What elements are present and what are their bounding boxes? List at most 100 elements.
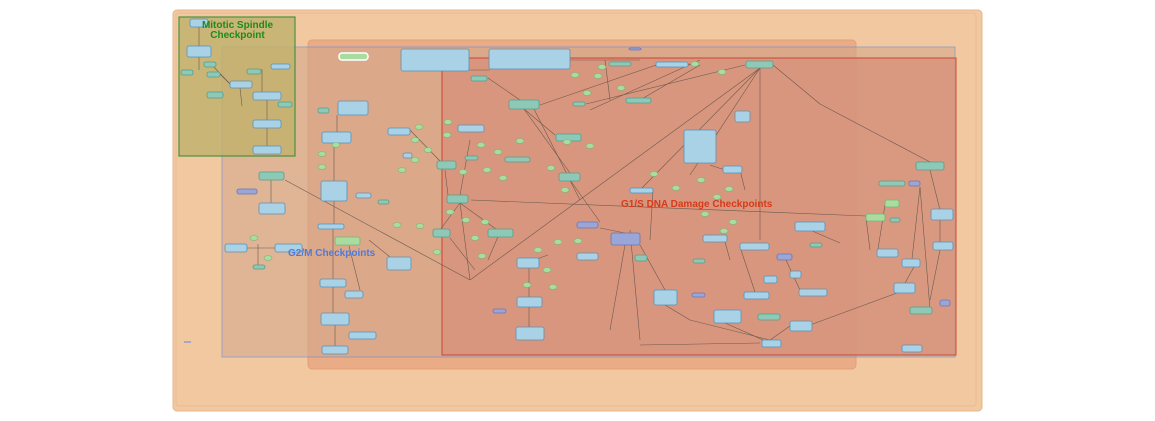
pathway-node[interactable] bbox=[203, 61, 217, 68]
pathway-node[interactable] bbox=[236, 188, 258, 195]
pathway-small-molecule[interactable] bbox=[570, 72, 580, 78]
pathway-small-molecule[interactable] bbox=[493, 149, 503, 155]
pathway-small-molecule[interactable] bbox=[585, 143, 595, 149]
pathway-node[interactable] bbox=[743, 291, 770, 300]
pathway-node[interactable] bbox=[319, 278, 347, 288]
pathway-node[interactable] bbox=[901, 258, 921, 268]
pathway-node[interactable] bbox=[321, 345, 349, 355]
pathway-node[interactable] bbox=[889, 217, 901, 223]
pathway-node[interactable] bbox=[224, 243, 248, 253]
pathway-node[interactable] bbox=[488, 48, 571, 70]
pathway-small-molecule[interactable] bbox=[522, 282, 532, 288]
pathway-small-molecule[interactable] bbox=[476, 142, 486, 148]
pathway-node[interactable] bbox=[884, 199, 900, 208]
pathway-node[interactable] bbox=[901, 344, 923, 353]
pathway-small-molecule[interactable] bbox=[410, 157, 420, 163]
pathway-node[interactable] bbox=[270, 63, 291, 70]
pathway-node[interactable] bbox=[702, 234, 728, 243]
pathway-small-molecule[interactable] bbox=[649, 171, 659, 177]
pathway-node[interactable] bbox=[180, 69, 194, 76]
pathway-node[interactable] bbox=[763, 275, 778, 284]
pathway-node[interactable] bbox=[377, 199, 390, 205]
pathway-node[interactable] bbox=[446, 194, 469, 204]
pathway-small-molecule[interactable] bbox=[671, 185, 681, 191]
pathway-node[interactable] bbox=[355, 192, 372, 199]
pathway-node[interactable] bbox=[436, 160, 457, 170]
pathway-node[interactable] bbox=[610, 232, 641, 246]
pathway-small-molecule[interactable] bbox=[263, 255, 273, 261]
pathway-node[interactable] bbox=[789, 270, 802, 279]
pathway-node[interactable] bbox=[809, 242, 823, 248]
pathway-node[interactable] bbox=[930, 208, 954, 221]
pathway-small-molecule[interactable] bbox=[249, 235, 259, 241]
pathway-node[interactable] bbox=[246, 68, 262, 75]
pathway-node[interactable] bbox=[252, 145, 282, 155]
pathway-small-molecule[interactable] bbox=[533, 247, 543, 253]
pathway-node[interactable] bbox=[558, 172, 581, 182]
pathway-small-molecule[interactable] bbox=[582, 90, 592, 96]
pathway-node[interactable] bbox=[252, 264, 266, 270]
pathway-node[interactable] bbox=[487, 228, 514, 238]
pathway-node[interactable] bbox=[691, 292, 706, 298]
pathway-node[interactable] bbox=[252, 91, 282, 101]
pathway-small-molecule[interactable] bbox=[461, 217, 471, 223]
pathway-node[interactable] bbox=[386, 256, 412, 271]
pathway-small-molecule[interactable] bbox=[477, 253, 487, 259]
pathway-small-molecule[interactable] bbox=[410, 137, 420, 143]
pathway-small-molecule[interactable] bbox=[458, 169, 468, 175]
pathway-node[interactable] bbox=[186, 45, 212, 58]
pathway-node[interactable] bbox=[628, 47, 642, 51]
pathway-node[interactable] bbox=[932, 241, 954, 251]
pathway-small-molecule[interactable] bbox=[696, 177, 706, 183]
pathway-small-molecule[interactable] bbox=[542, 267, 552, 273]
pathway-node[interactable] bbox=[334, 236, 361, 246]
pathway-node[interactable] bbox=[794, 221, 826, 232]
pathway-node[interactable] bbox=[739, 242, 770, 251]
highlighted-node[interactable] bbox=[338, 52, 369, 61]
pathway-node[interactable] bbox=[653, 289, 678, 306]
pathway-node[interactable] bbox=[776, 253, 793, 261]
pathway-node[interactable] bbox=[274, 243, 303, 253]
pathway-small-molecule[interactable] bbox=[593, 73, 603, 79]
pathway-node[interactable] bbox=[629, 187, 654, 194]
pathway-node[interactable] bbox=[734, 110, 751, 123]
pathway-node[interactable] bbox=[400, 48, 470, 72]
pathway-node[interactable] bbox=[321, 131, 352, 144]
pathway-small-molecule[interactable] bbox=[562, 139, 572, 145]
pathway-small-molecule[interactable] bbox=[415, 223, 425, 229]
pathway-node[interactable] bbox=[761, 339, 782, 348]
pathway-small-molecule[interactable] bbox=[482, 167, 492, 173]
pathway-node[interactable] bbox=[320, 312, 350, 326]
pathway-small-molecule[interactable] bbox=[548, 284, 558, 290]
pathway-node[interactable] bbox=[893, 282, 916, 294]
pathway-small-molecule[interactable] bbox=[498, 175, 508, 181]
pathway-small-molecule[interactable] bbox=[719, 228, 729, 234]
pathway-node[interactable] bbox=[464, 155, 479, 161]
pathway-node[interactable] bbox=[258, 202, 286, 215]
pathway-node[interactable] bbox=[344, 290, 364, 299]
pathway-small-molecule[interactable] bbox=[445, 209, 455, 215]
pathway-small-molecule[interactable] bbox=[397, 167, 407, 173]
pathway-node[interactable] bbox=[492, 308, 507, 314]
pathway-node[interactable] bbox=[457, 124, 485, 133]
pathway-node[interactable] bbox=[789, 320, 813, 332]
pathway-node[interactable] bbox=[337, 100, 369, 116]
pathway-node[interactable] bbox=[939, 299, 951, 307]
pathway-node[interactable] bbox=[402, 152, 413, 159]
pathway-small-molecule[interactable] bbox=[443, 119, 453, 125]
pathway-node[interactable] bbox=[252, 119, 282, 129]
pathway-small-molecule[interactable] bbox=[553, 239, 563, 245]
pathway-small-molecule[interactable] bbox=[480, 219, 490, 225]
pathway-small-molecule[interactable] bbox=[317, 164, 327, 170]
pathway-node[interactable] bbox=[515, 326, 545, 341]
pathway-small-molecule[interactable] bbox=[423, 147, 433, 153]
pathway-node[interactable] bbox=[277, 101, 293, 108]
pathway-small-molecule[interactable] bbox=[690, 61, 700, 67]
pathway-node[interactable] bbox=[655, 61, 689, 68]
pathway-node[interactable] bbox=[634, 254, 648, 262]
pathway-node[interactable] bbox=[576, 221, 599, 229]
pathway-small-molecule[interactable] bbox=[392, 222, 402, 228]
pathway-node[interactable] bbox=[878, 180, 906, 187]
pathway-node[interactable] bbox=[908, 180, 921, 187]
pathway-node[interactable] bbox=[722, 165, 743, 174]
